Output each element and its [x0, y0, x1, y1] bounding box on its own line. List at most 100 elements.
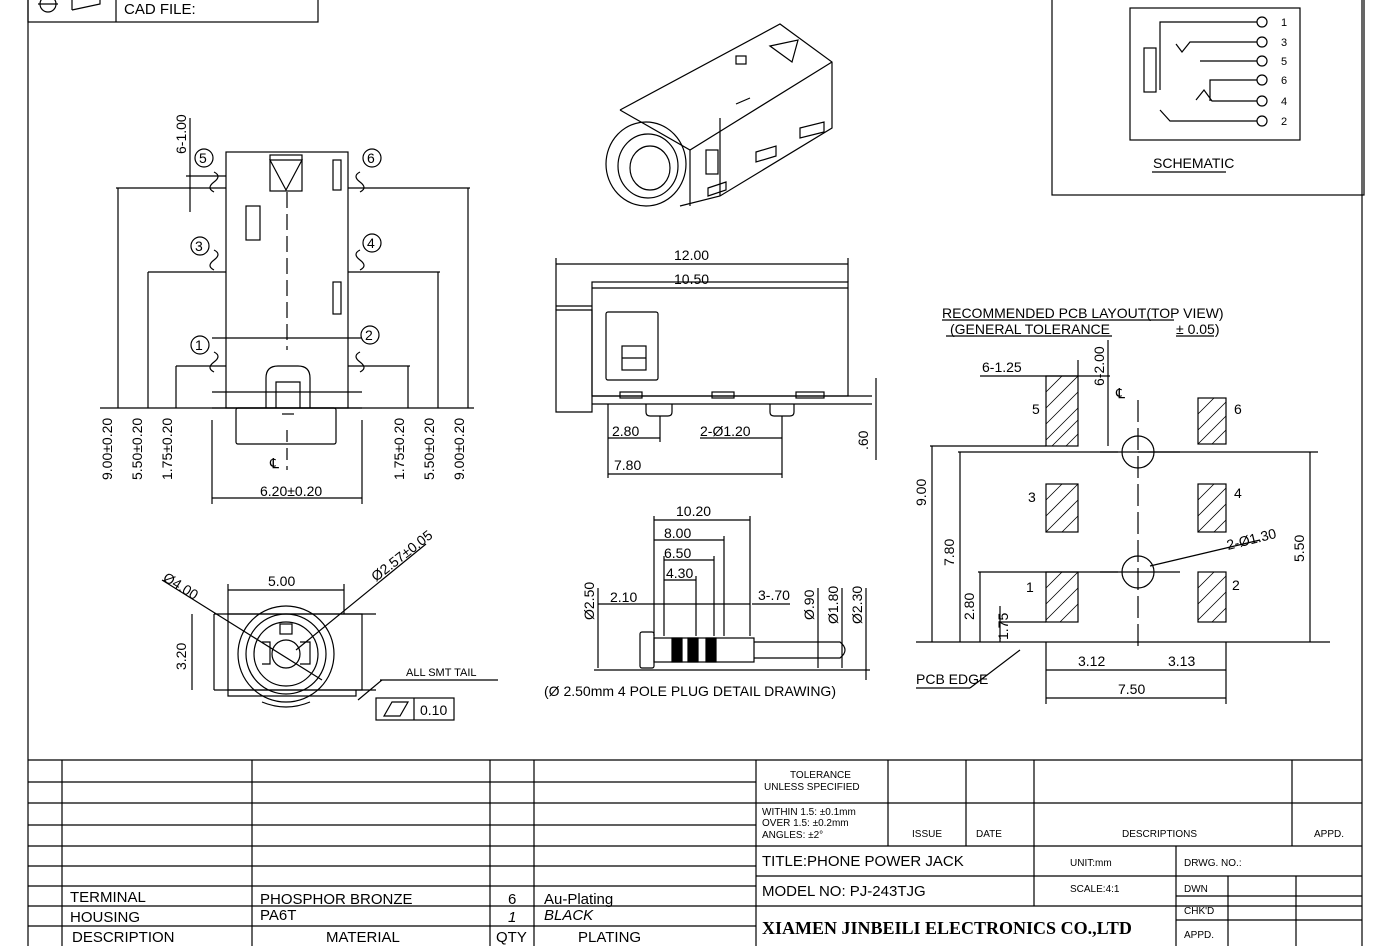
dim-left-175: 1.75±0.20 [159, 418, 175, 480]
pcb-w313: 3.13 [1168, 653, 1195, 669]
iso-view [605, 23, 833, 207]
schematic-symbol [1143, 16, 1268, 127]
tol-over: OVER 1.5: ±0.2mm [762, 818, 849, 829]
end-height: 3.20 [173, 643, 189, 670]
schematic-pin: 1 [1281, 17, 1287, 29]
tol-within: WITHIN 1.5: ±0.1mm [762, 807, 856, 818]
bom-hdr-desc: DESCRIPTION [72, 929, 175, 946]
model-no: MODEL NO: PJ-243TJG [762, 883, 926, 900]
schematic-pin-labels: 1 3 5 6 4 2 [1281, 17, 1287, 128]
plug-d2: 8.00 [664, 525, 691, 541]
dim-780: 7.80 [614, 457, 641, 473]
pin-label: 2 [365, 327, 373, 343]
holes-dim: 2-Ø1.30 [1225, 525, 1278, 553]
side-view [555, 258, 877, 478]
pcb-centerline: ℄ [1115, 385, 1125, 401]
pin-label: 6 [367, 150, 375, 166]
plug-d3: 6.50 [664, 545, 691, 561]
pcb-w312: 3.12 [1078, 653, 1105, 669]
pcb-layout [916, 319, 1330, 704]
scale: SCALE:4:1 [1070, 884, 1120, 895]
bom-material: PA6T [260, 907, 296, 924]
tol-angles: ANGLES: ±2° [762, 830, 823, 841]
centerline-mark: ℄ [269, 455, 279, 471]
plug-rings: 3-.70 [758, 587, 790, 603]
dim-right-550: 5.50±0.20 [421, 418, 437, 480]
pad-label: 5 [1032, 401, 1040, 417]
bom-desc: TERMINAL [70, 889, 146, 906]
schematic-pin: 4 [1281, 96, 1287, 108]
bom-material: PHOSPHOR BRONZE [260, 891, 413, 908]
schematic-pin: 5 [1281, 56, 1287, 68]
dim-280: 2.80 [612, 423, 639, 439]
pcb-title-tol: (GENERAL TOLERANCE [950, 321, 1110, 337]
pad-width: 6-1.25 [982, 359, 1022, 375]
front-pin-labels: 5 6 3 4 1 2 [195, 150, 375, 353]
tolerance-hdr: TOLERANCE [790, 770, 851, 781]
end-view [161, 543, 498, 721]
bom-plating: Au-Plating [544, 891, 613, 908]
flatness-value: 0.10 [420, 702, 447, 718]
body-length: 10.50 [674, 271, 709, 287]
pcb-h550: 5.50 [1291, 535, 1307, 562]
plug-tip: 2.10 [610, 589, 637, 605]
dim-right-175: 1.75±0.20 [391, 418, 407, 480]
pitch-dim: 6-1.00 [173, 114, 189, 154]
pcb-edge: PCB EDGE [916, 671, 988, 687]
appd-label: APPD. [1184, 930, 1214, 941]
bom-hdr-material: MATERIAL [326, 929, 400, 946]
schematic-pin: 6 [1281, 75, 1287, 87]
pin-label: 4 [367, 235, 375, 251]
holes-dim: 2-Ø1.20 [700, 423, 751, 439]
issue-hdr: ISSUE [912, 829, 942, 840]
bom-plating: BLACK [544, 907, 594, 924]
schematic-pin: 2 [1281, 116, 1287, 128]
plug-caption: (Ø 2.50mm 4 POLE PLUG DETAIL DRAWING) [544, 683, 836, 699]
pad-label: 1 [1026, 579, 1034, 595]
height-060: .60 [855, 430, 871, 450]
pad-label: 3 [1028, 489, 1036, 505]
dwn-label: DWN [1184, 884, 1208, 895]
bom-hdr-plating: PLATING [578, 929, 641, 946]
bom-qty: 1 [508, 909, 516, 926]
pin-label: 1 [195, 337, 203, 353]
pcb-h175: 1.75 [995, 613, 1011, 640]
plug-phi-c: Ø2.30 [849, 586, 865, 624]
chkd-label: CHK'D [1184, 906, 1214, 917]
pcb-h900: 9.00 [913, 479, 929, 506]
dim-left-900: 9.00±0.20 [99, 418, 115, 480]
plug-phi-b: Ø1.80 [825, 586, 841, 624]
pin-label: 5 [199, 150, 207, 166]
plug-phi-a: Ø.90 [801, 589, 817, 620]
drawing-title: TITLE:PHONE POWER JACK [762, 853, 964, 870]
plug-d1: 10.20 [676, 503, 711, 519]
appd-hdr: APPD. [1314, 829, 1344, 840]
width-dim: 6.20±0.20 [260, 483, 322, 499]
smt-note: ALL SMT TAIL [406, 667, 477, 679]
dim-left-550: 5.50±0.20 [129, 418, 145, 480]
schematic-pin: 3 [1281, 37, 1287, 49]
pad-label: 2 [1232, 577, 1240, 593]
company-name: XIAMEN JINBEILI ELECTRONICS CO.,LTD [762, 918, 1132, 938]
plug-view [594, 516, 870, 680]
dim-right-900: 9.00±0.20 [451, 418, 467, 480]
tolerance-hdr2: UNLESS SPECIFIED [764, 782, 860, 793]
front-view [100, 118, 474, 504]
pcb-h280: 2.80 [961, 593, 977, 620]
cad-label: CAD FILE: [124, 1, 196, 18]
title-block-grid [28, 759, 1363, 946]
pad-label: 6 [1234, 401, 1242, 417]
pad-label: 4 [1234, 485, 1242, 501]
phi-outer: Ø4.00 [160, 569, 201, 603]
pad-height: 6-2.00 [1091, 346, 1107, 386]
overall-length: 12.00 [674, 247, 709, 263]
end-width: 5.00 [268, 573, 295, 589]
plug-phi-left: Ø2.50 [581, 582, 597, 620]
descriptions-hdr: DESCRIPTIONS [1122, 829, 1197, 840]
pcb-w750: 7.50 [1118, 681, 1145, 697]
bom-hdr-qty: QTY [496, 929, 527, 946]
pin-label: 3 [195, 238, 203, 254]
pcb-h780: 7.80 [941, 539, 957, 566]
pcb-pad-labels: 5 6 3 4 1 2 [1026, 401, 1242, 595]
